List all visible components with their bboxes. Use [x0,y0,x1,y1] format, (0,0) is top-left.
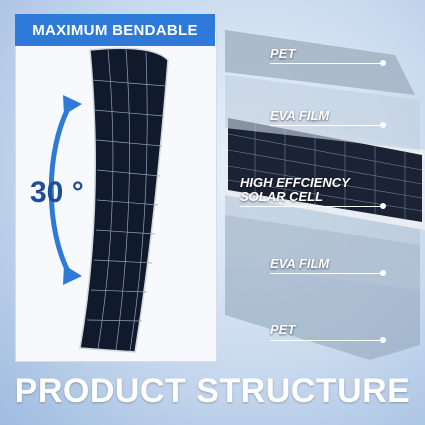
bendable-title: MAXIMUM BENDABLE [15,14,215,46]
callout-dot [380,122,386,128]
callout-dot [380,60,386,66]
layer-label-pet-top: PET [270,46,296,61]
callout-line [270,125,382,126]
callout-dot [380,270,386,276]
callout-line [270,340,382,341]
product-structure-title: PRODUCT STRUCTURE [14,372,411,410]
callout-line [240,206,382,207]
layer-label-pet-bottom: PET [270,322,296,337]
callout-dot [380,337,386,343]
solar-cell-grid [227,123,423,219]
callout-line [270,63,382,64]
eva-film-upper [225,75,420,150]
panel-cell-grid [86,48,167,352]
solar-cell-layer [228,118,422,222]
callout-dot [380,203,386,209]
layer-label-eva-top: EVA FILM [270,108,330,123]
layer-label-eva-bottom: EVA FILM [270,256,330,271]
bend-angle-label: 30 ° [30,176,84,209]
curved-double-arrow-icon [48,95,82,285]
callout-line [270,273,382,274]
layer-label-solar-cell: HIGH EFFCIENCY SOLAR CELL [240,175,350,204]
flexible-panel [79,47,169,353]
pet-sheet-top [225,30,415,95]
